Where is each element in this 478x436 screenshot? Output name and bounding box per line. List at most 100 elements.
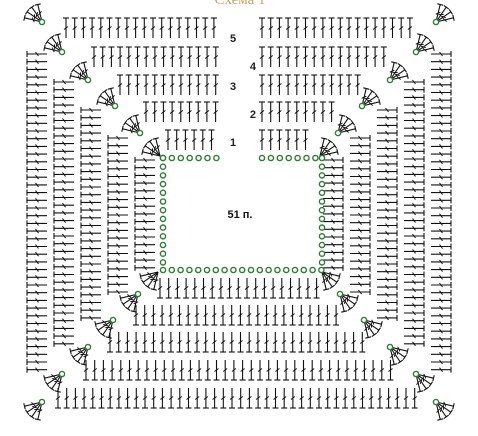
double-crochet-stitch: [404, 94, 425, 101]
double-crochet-stitch: [26, 120, 47, 127]
double-crochet-stitch: [161, 360, 168, 381]
double-crochet-stitch: [377, 207, 398, 214]
double-crochet-stitch: [307, 388, 314, 409]
chain-stitch: [159, 198, 167, 205]
chain-stitch: [159, 259, 167, 266]
double-crochet-stitch: [411, 388, 418, 409]
double-crochet-stitch: [160, 74, 167, 95]
double-crochet-stitch: [117, 74, 123, 95]
double-crochet-stitch: [185, 305, 192, 326]
double-crochet-stitch: [126, 360, 133, 381]
double-crochet-stitch: [346, 74, 352, 95]
double-crochet-stitch: [431, 66, 452, 73]
double-crochet-stitch: [431, 243, 452, 250]
double-crochet-stitch: [404, 340, 425, 347]
chart-title: Схема 1: [214, 0, 265, 8]
double-crochet-stitch: [53, 256, 74, 263]
double-crochet-stitch: [404, 140, 425, 147]
double-crochet-stitch: [191, 129, 198, 150]
double-crochet-stitch: [182, 129, 189, 150]
double-crochet-stitch: [143, 46, 150, 67]
double-crochet-stitch: [431, 228, 452, 235]
double-crochet-stitch: [263, 305, 270, 326]
double-crochet-stitch: [26, 335, 47, 342]
double-crochet-stitch: [316, 388, 322, 409]
double-crochet-stitch: [377, 253, 398, 260]
double-crochet-stitch: [134, 187, 155, 194]
double-crochet-stitch: [404, 294, 425, 301]
double-crochet-stitch: [53, 294, 74, 301]
double-crochet-stitch: [53, 132, 74, 139]
chain-stitch: [194, 266, 202, 274]
double-crochet-stitch: [53, 86, 74, 93]
double-crochet-stitch: [431, 89, 452, 96]
double-crochet-stitch: [134, 241, 155, 248]
double-crochet-stitch: [404, 286, 425, 293]
double-crochet-stitch: [406, 17, 413, 38]
double-crochet-stitch: [377, 122, 398, 129]
double-crochet-stitch: [80, 168, 101, 175]
chain-stitch: [274, 266, 281, 274]
chain-stitch: [177, 154, 185, 162]
double-crochet-stitch: [80, 176, 101, 183]
chain-stitch: [84, 76, 92, 84]
double-crochet-stitch: [335, 360, 342, 381]
chain-stitch: [309, 266, 316, 274]
double-crochet-stitch: [159, 388, 166, 409]
double-crochet-stitch: [26, 359, 47, 365]
double-crochet-stitch: [183, 278, 190, 299]
double-crochet-stitch: [134, 46, 141, 67]
double-crochet-stitch: [80, 130, 101, 137]
double-crochet-stitch: [26, 366, 47, 373]
double-crochet-stitch: [398, 17, 405, 38]
double-crochet-stitch: [132, 17, 139, 38]
double-crochet-stitch: [283, 360, 290, 381]
double-crochet-stitch: [134, 210, 155, 217]
double-crochet-stitch: [210, 17, 217, 38]
double-crochet-stitch: [141, 17, 148, 38]
chain-stitch: [318, 250, 326, 257]
double-crochet-stitch: [98, 388, 105, 409]
double-crochet-stitch: [300, 360, 307, 381]
chain-stitch: [58, 48, 66, 56]
double-crochet-stitch: [53, 179, 74, 186]
chain-stitch: [312, 154, 319, 162]
double-crochet-stitch: [80, 299, 101, 306]
double-crochet-stitch: [80, 261, 101, 267]
chain-stitch: [412, 48, 420, 56]
double-crochet-stitch: [26, 166, 47, 173]
double-crochet-stitch: [259, 74, 265, 95]
double-crochet-stitch: [389, 17, 396, 38]
double-crochet-stitch: [431, 212, 452, 219]
double-crochet-stitch: [208, 129, 215, 150]
double-crochet-stitch: [333, 305, 340, 326]
double-crochet-stitch: [80, 207, 101, 214]
double-crochet-stitch: [377, 299, 398, 306]
double-crochet-stitch: [115, 17, 122, 38]
double-crochet-stitch: [404, 233, 425, 239]
chain-stitch: [267, 154, 275, 162]
double-crochet-stitch: [267, 74, 274, 95]
chain-stitch: [230, 266, 237, 274]
double-crochet-stitch: [53, 125, 74, 132]
double-crochet-stitch: [431, 297, 452, 304]
row-label-1: 1: [230, 137, 236, 149]
chain-stitch: [159, 215, 167, 223]
double-crochet-stitch: [350, 281, 371, 288]
double-crochet-stitch: [252, 278, 259, 299]
double-crochet-stitch: [270, 278, 277, 299]
double-crochet-stitch: [276, 129, 283, 150]
double-crochet-stitch: [150, 271, 159, 291]
double-crochet-stitch: [431, 282, 452, 288]
chain-stitch: [159, 206, 167, 214]
double-crochet-stitch: [323, 172, 344, 179]
double-crochet-stitch: [80, 237, 101, 244]
double-crochet-stitch: [431, 205, 452, 211]
double-crochet-stitch: [246, 332, 253, 353]
double-crochet-stitch: [80, 184, 101, 190]
double-crochet-stitch: [63, 388, 70, 409]
double-crochet-stitch: [151, 46, 158, 67]
chain-stitch: [265, 266, 272, 274]
double-crochet-stitch: [53, 202, 74, 209]
double-crochet-stitch: [289, 388, 296, 409]
